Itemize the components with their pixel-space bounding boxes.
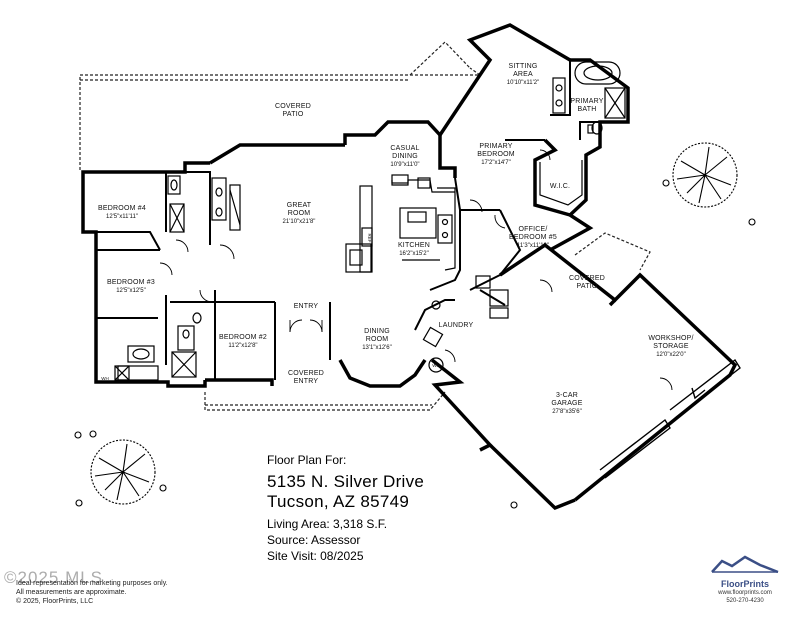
- room-dimensions: 10'10"x11'2": [507, 80, 539, 86]
- interior-walls: [96, 60, 600, 380]
- room-dimensions: 11'2"x12'8": [228, 343, 257, 349]
- water-heater-label-bath: WH: [101, 376, 109, 381]
- room-name: CASUAL: [390, 145, 419, 152]
- room-dimensions: 11'3"x11'10": [517, 243, 549, 249]
- room-name: ROOM: [366, 336, 389, 343]
- room-name: BEDROOM #5: [509, 234, 557, 241]
- disclaimer: Ideal representation for marketing purpo…: [16, 579, 168, 606]
- room-name: SITTING: [508, 63, 537, 70]
- property-info: Floor Plan For: 5135 N. Silver Drive Tuc…: [267, 453, 527, 564]
- address-line-1: 5135 N. Silver Drive: [267, 472, 425, 491]
- tree-icon: [672, 142, 738, 208]
- site-visit: Site Visit: 08/2025: [267, 549, 364, 563]
- room-dimensions: 12'0"x22'0": [656, 352, 686, 358]
- room-name: AREA: [513, 71, 533, 78]
- tree-icon: [90, 439, 156, 505]
- room-dimensions: 13'1"x12'6": [362, 345, 392, 351]
- room-name: COVERED: [569, 275, 605, 282]
- room-name: BEDROOM #3: [107, 279, 155, 286]
- room-kitchen: KITCHEN 16'2"x15'2": [398, 242, 430, 257]
- room-bedroom-3: BEDROOM #3 12'5"x12'5": [107, 279, 155, 294]
- water-heater-label: WH: [432, 363, 440, 368]
- source: Source: Assessor: [267, 533, 361, 547]
- room-name: WORKSHOP/: [648, 335, 693, 342]
- tree-icons: [74, 142, 756, 509]
- room-name: BEDROOM #4: [98, 205, 146, 212]
- room-name: OFFICE/: [518, 226, 547, 233]
- room-dimensions: 21'10"x21'8": [283, 219, 316, 225]
- room-name: GREAT: [287, 202, 312, 209]
- house-logo-icon: [711, 555, 779, 574]
- room-name: PATIO: [283, 111, 304, 118]
- room-dimensions: 16'2"x15'2": [399, 251, 429, 257]
- room-name: COVERED: [288, 370, 324, 377]
- garage-doors: [599, 358, 741, 479]
- living-area: Living Area: 3,318 S.F.: [267, 517, 388, 531]
- room-name: PRIMARY: [479, 143, 512, 150]
- room-bedroom-4: BEDROOM #4 12'5"x11'11": [98, 205, 146, 220]
- laundry-fixtures: [422, 275, 509, 373]
- brand-name: FloorPrints: [720, 579, 769, 589]
- info-label: Floor Plan For:: [267, 453, 347, 467]
- room-bedroom-2: BEDROOM #2 11'2"x12'8": [219, 334, 267, 349]
- room-name: STORAGE: [653, 343, 689, 350]
- room-name: PRIMARY: [570, 98, 603, 105]
- room-name: ROOM: [288, 210, 311, 217]
- room-name: KITCHEN: [398, 242, 430, 249]
- room-name: DINING: [364, 328, 390, 335]
- patio-outlines: [79, 41, 651, 411]
- disclaimer-line: All measurements are approximate.: [16, 589, 127, 596]
- exterior-walls: [81, 23, 738, 511]
- shrub-icon: [74, 179, 756, 509]
- room-name: PATIO: [577, 283, 598, 290]
- room-laundry: LAUNDRY: [439, 322, 474, 329]
- room-name: COVERED: [275, 103, 311, 110]
- left-bath-fixtures: [114, 175, 241, 381]
- room-dimensions: 12'5"x11'11": [106, 214, 138, 220]
- room-entry: ENTRY: [294, 303, 319, 310]
- floorprints-brand: FloorPrints www.floorprints.com 520-270-…: [700, 555, 790, 605]
- room-name: BATH: [578, 106, 597, 113]
- ref-label: REF: [367, 234, 372, 243]
- room-name: W.I.C.: [550, 183, 570, 190]
- brand-url[interactable]: www.floorprints.com: [718, 590, 772, 596]
- room-office-bedroom-5: OFFICE/BEDROOM #5 11'3"x11'10": [509, 226, 557, 249]
- room-dimensions: 17'2"x14'7": [481, 160, 511, 166]
- room-name: BEDROOM: [477, 151, 515, 158]
- room-dimensions: 27'8"x35'6": [552, 409, 582, 415]
- room-labels: COVEREDPATIOSITTINGAREA10'10"x11'2"PRIMA…: [98, 63, 693, 415]
- room-dimensions: 10'9"x11'0": [390, 162, 419, 168]
- copyright-line: © 2025, FloorPrints, LLC: [16, 598, 94, 605]
- room-name: BEDROOM #2: [219, 334, 267, 341]
- room-name: 3-CAR: [556, 392, 578, 399]
- kitchen-fixtures: [345, 174, 456, 273]
- room-name: ENTRY: [294, 378, 319, 385]
- primary-bath-fixtures: [539, 61, 626, 206]
- door-swings: [159, 149, 673, 391]
- room-dimensions: 12'5"x12'5": [116, 288, 146, 294]
- room-wic: W.I.C.: [550, 183, 570, 190]
- room-workshop: WORKSHOP/STORAGE 12'0"x22'0": [648, 335, 693, 358]
- room-name: LAUNDRY: [439, 322, 474, 329]
- room-name: DINING: [392, 153, 418, 160]
- mls-watermark: ©2025 MLS: [4, 568, 104, 587]
- brand-phone: 520-270-4230: [726, 598, 764, 604]
- room-name: GARAGE: [551, 400, 582, 407]
- room-name: ENTRY: [294, 303, 319, 310]
- address-line-2: Tucson, AZ 85749: [267, 492, 410, 511]
- disclaimer-line: Ideal representation for marketing purpo…: [16, 580, 168, 587]
